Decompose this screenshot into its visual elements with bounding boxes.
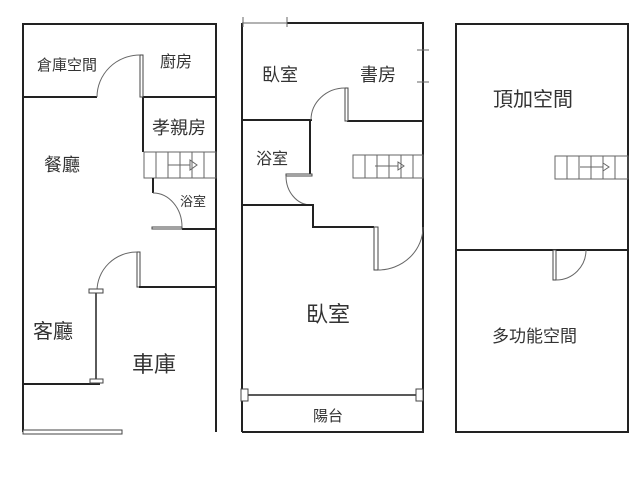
room-label-living: 客廳 — [33, 319, 73, 343]
room-label-rooftop: 頂加空間 — [493, 87, 573, 111]
stairs — [143, 151, 217, 179]
floor-1-plan: 倉庫空間 廚房 孝親房 餐廳 浴室 客廳 車庫 — [22, 23, 217, 435]
stairs — [352, 154, 424, 179]
room-label-garage: 車庫 — [132, 353, 176, 378]
door — [139, 54, 144, 98]
room-label-multipurpose: 多功能空間 — [492, 327, 577, 347]
floor-2-plan: 臥室 書房 浴室 臥室 陽台 — [240, 17, 429, 433]
room-label-storage: 倉庫空間 — [37, 56, 97, 74]
room-label-study: 書房 — [360, 65, 396, 86]
room-label-bathroom-2f: 浴室 — [256, 149, 288, 168]
room-label-bedroom-main: 臥室 — [306, 303, 350, 328]
stairs — [554, 155, 629, 180]
room-label-bedroom-top: 臥室 — [262, 65, 298, 86]
room-label-parents-room: 孝親房 — [152, 118, 206, 139]
room-label-kitchen: 廚房 — [160, 52, 192, 71]
room-label-dining: 餐廳 — [44, 155, 80, 176]
floor-3-plan: 頂加空間 多功能空間 — [455, 23, 629, 433]
room-label-balcony: 陽台 — [313, 407, 343, 425]
room-label-bathroom-1f: 浴室 — [180, 194, 206, 210]
